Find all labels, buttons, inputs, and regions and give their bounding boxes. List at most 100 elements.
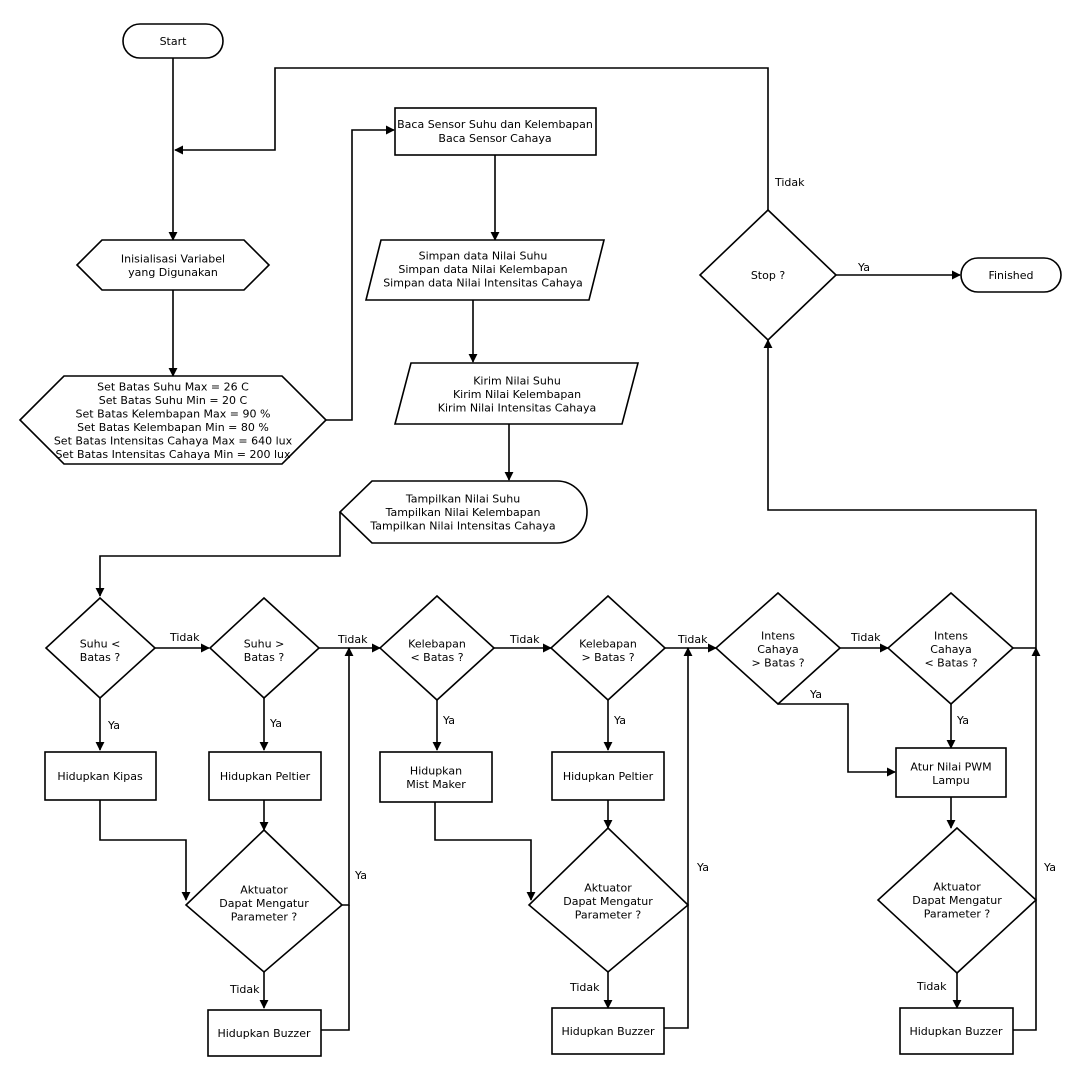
node-label-line: Dapat Mengatur [563, 895, 653, 908]
simpan-data [364, 239, 606, 301]
label-kel-min-no: Tidak [509, 633, 540, 646]
label-suhu-max-no: Tidak [337, 633, 368, 646]
node-label-line: Tampilkan Nilai Intensitas Cahaya [369, 520, 555, 533]
start-terminator [122, 23, 224, 59]
node-label-line: Suhu > [244, 637, 285, 650]
node-label-line: Finished [988, 269, 1033, 282]
node-label-line: > Batas ? [581, 651, 634, 664]
decision-cah-min [886, 591, 1015, 706]
label-akt3-yes: Ya [1043, 861, 1056, 874]
node-label-line: Simpan data Nilai Intensitas Cahaya [383, 277, 583, 290]
node-label-line: Set Batas Kelembapan Max = 90 % [76, 407, 271, 420]
node-label-d-kel-max: Kelebapan> Batas ? [579, 637, 637, 664]
node-label-line: Intens [934, 630, 968, 643]
label-akt1-yes: Ya [354, 869, 367, 882]
tampil-display [338, 480, 588, 544]
node-label-start: Start [160, 35, 188, 48]
label-suhu-min-no: Tidak [169, 631, 200, 644]
node-label-line: Simpan data Nilai Kelembapan [398, 263, 567, 276]
decision-kel-min [378, 594, 496, 702]
node-label-line: Hidupkan Buzzer [909, 1025, 1002, 1038]
edge-buzzer1-merge [321, 905, 350, 1031]
shapes [18, 23, 1062, 1057]
node-label-line: Kelebapan [408, 637, 466, 650]
edge-labels: Tidak Ya Tidak Ya Tidak Ya Tidak Ya Tida… [107, 176, 1056, 996]
buzzer3-process [899, 1007, 1014, 1055]
edge-d5-yes [778, 703, 896, 777]
pwm-process [895, 747, 1007, 798]
label-akt2-yes: Ya [696, 861, 709, 874]
node-label-line: Hidupkan Peltier [220, 770, 311, 783]
node-label-peltier1: Hidupkan Peltier [220, 770, 311, 783]
setbatas-preparation [18, 375, 328, 465]
decision-cah-max [714, 591, 842, 706]
decision-suhu-min [44, 596, 157, 700]
node-label-finished: Finished [988, 269, 1033, 282]
node-label-line: Baca Sensor Cahaya [438, 132, 551, 145]
edge-stop-no [174, 67, 769, 210]
node-label-line: > Batas ? [751, 657, 804, 670]
node-label-line: Set Batas Intensitas Cahaya Max = 640 lu… [54, 434, 293, 447]
label-cah-max-yes: Ya [809, 688, 822, 701]
edge-tampil-d1 [95, 512, 341, 597]
node-label-line: < Batas ? [410, 651, 463, 664]
edge-setbatas-baca [326, 125, 395, 421]
node-label-line: Parameter ? [575, 909, 642, 922]
label-kel-max-yes: Ya [613, 714, 626, 727]
peltier1-process [208, 751, 322, 801]
node-label-line: Mist Maker [406, 778, 466, 791]
node-label-buzzer2: Hidupkan Buzzer [561, 1025, 654, 1038]
node-label-line: Inisialisasi Variabel [121, 252, 225, 265]
node-label-line: Kelebapan [579, 637, 637, 650]
edge-to-stop [763, 339, 1037, 648]
label-akt3-no: Tidak [916, 980, 947, 993]
node-label-line: Set Batas Suhu Min = 20 C [99, 394, 248, 407]
node-label-line: Tampilkan Nilai Kelembapan [385, 506, 541, 519]
decision-aktuator-3 [876, 826, 1038, 975]
label-suhu-max-yes: Ya [269, 717, 282, 730]
node-label-line: Parameter ? [924, 908, 991, 921]
buzzer2-process [551, 1007, 665, 1055]
node-label-line: Hidupkan [410, 764, 462, 777]
label-stop-no: Tidak [774, 176, 805, 189]
node-label-d-suhu-max: Suhu >Batas ? [244, 637, 285, 664]
node-label-line: Lampu [932, 774, 970, 787]
node-label-line: Hidupkan Peltier [563, 770, 654, 783]
node-label-line: Set Batas Suhu Max = 26 C [97, 380, 249, 393]
node-label-line: Tampilkan Nilai Suhu [405, 493, 520, 506]
kipas-process [44, 751, 157, 801]
node-label-stop: Stop ? [751, 269, 786, 282]
kirim-data [393, 362, 640, 425]
label-stop-yes: Ya [857, 261, 870, 274]
label-cah-min-yes: Ya [956, 714, 969, 727]
decision-aktuator-1 [184, 828, 344, 974]
edge-mist-akt2 [434, 802, 536, 901]
node-label-line: Baca Sensor Suhu dan Kelembapan [397, 118, 593, 131]
connectors [95, 58, 1041, 1031]
node-label-line: Kirim Nilai Kelembapan [453, 388, 581, 401]
finished-terminator [960, 257, 1062, 293]
decision-suhu-max [208, 596, 321, 700]
node-label-line: Set Batas Intensitas Cahaya Min = 200 lu… [55, 448, 291, 461]
node-label-kipas: Hidupkan Kipas [57, 770, 143, 783]
label-akt2-no: Tidak [569, 981, 600, 994]
label-suhu-min-yes: Ya [107, 719, 120, 732]
node-label-line: Kirim Nilai Intensitas Cahaya [438, 402, 596, 415]
node-label-line: Kirim Nilai Suhu [473, 375, 561, 388]
node-label-line: Cahaya [757, 643, 798, 656]
node-label-line: Atur Nilai PWM [910, 760, 991, 773]
node-label-line: Parameter ? [231, 911, 298, 924]
node-label-buzzer3: Hidupkan Buzzer [909, 1025, 1002, 1038]
node-label-line: Stop ? [751, 269, 786, 282]
